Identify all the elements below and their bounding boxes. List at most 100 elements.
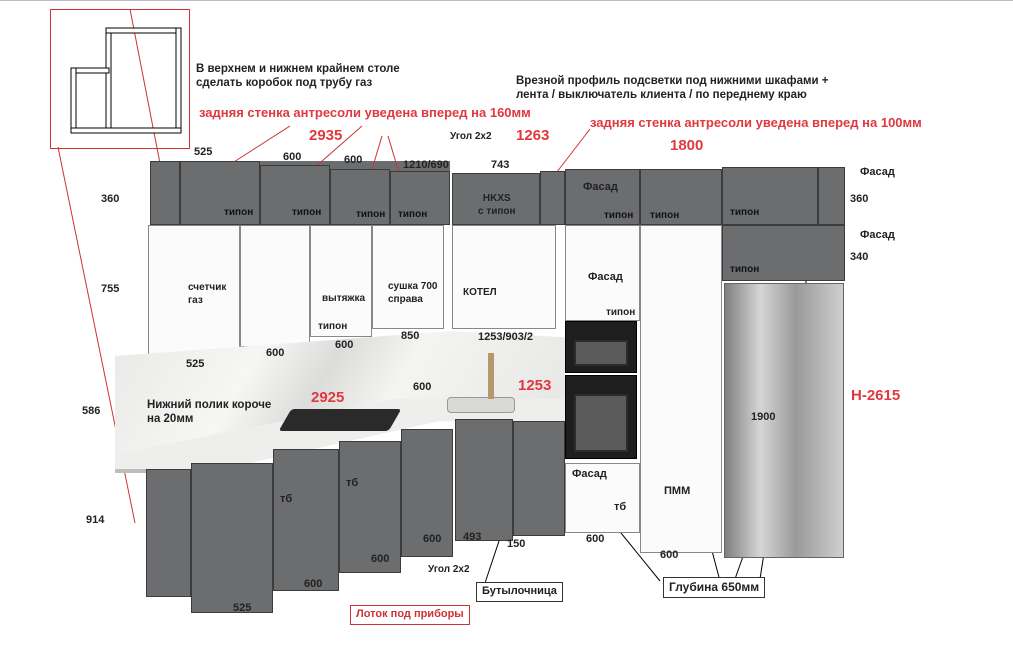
facade-label: Фасад (572, 468, 607, 480)
corner-label: Угол 2x2 (428, 564, 470, 575)
base-drawers (339, 441, 401, 573)
wall-cabinet (148, 225, 240, 357)
dim: 360 (850, 193, 869, 205)
upper-cabinet (150, 161, 180, 225)
dryer-label: сушка 700 справа (388, 281, 438, 305)
tall-cabinet-bottom (565, 463, 640, 533)
base-drawers (273, 449, 339, 591)
tb-label: тб (346, 477, 359, 489)
tb-label: тб (614, 501, 627, 513)
upper-cabinet (180, 161, 260, 225)
dishwasher-tall-cabinet (640, 225, 722, 553)
facade-label: Фасад (860, 229, 895, 241)
dim: 600 (660, 549, 679, 561)
corner-base-cabinet (455, 419, 513, 541)
upper-cabinet (390, 171, 450, 225)
dim: 600 (586, 533, 605, 545)
note-gas-pipe: В верхнем и нижнем крайнем столе сделать… (196, 63, 400, 90)
note-light-profile: Врезной профиль подсветки под нижними шк… (516, 75, 829, 102)
dim: 525 (233, 602, 252, 614)
dim: 525 (194, 146, 213, 158)
base-cabinet (191, 463, 273, 613)
faucet (488, 353, 494, 399)
hkxs-label: HKXS с типон (478, 193, 516, 217)
dim: 914 (86, 514, 105, 526)
base-cabinet (146, 469, 191, 597)
wall-cabinet (372, 225, 444, 329)
dim: 525 (186, 358, 205, 370)
dim: 600 (335, 339, 354, 351)
bottle-cabinet (513, 421, 565, 536)
dim: 1900 (751, 411, 776, 423)
gas-meter-label: счетчик газ (188, 282, 227, 306)
oven (565, 321, 637, 373)
cutlery-tray-callout: Лоток под приборы (350, 605, 470, 625)
note-plinth: Нижний полик короче на 20мм (147, 399, 272, 426)
tipon-label: типон (318, 321, 348, 332)
dim: 600 (266, 347, 285, 359)
tall-cabinet-top (565, 225, 640, 321)
boiler-cabinet (452, 225, 556, 329)
dim: 1253/903/2 (478, 331, 534, 343)
dim: 850 (401, 330, 420, 342)
tipon-label: типон (292, 207, 322, 218)
dim: 150 (507, 538, 526, 550)
tipon-label: типон (356, 209, 386, 220)
upper-corner-cabinet (452, 173, 540, 225)
tipon-label: типон (730, 264, 760, 275)
fridge (724, 283, 844, 558)
total-lower-corner: 1253 (518, 377, 552, 394)
wall-cabinet (240, 225, 310, 347)
tipon-label: типон (730, 207, 760, 218)
base-cabinet (401, 429, 453, 557)
dim: 600 (413, 381, 432, 393)
tipon-label: типон (224, 207, 254, 218)
total-upper-corner: 1263 (516, 127, 550, 144)
upper-cabinet (818, 167, 845, 225)
dim: 743 (491, 159, 510, 171)
upper-cabinet (722, 167, 818, 225)
tipon-label: типон (606, 307, 636, 318)
facade-label: Фасад (588, 271, 623, 283)
dim: 493 (463, 531, 482, 543)
dim: 600 (371, 553, 390, 565)
tb-label: тб (280, 493, 293, 505)
note-back-wall-160: задняя стенка антресоли уведена вперед н… (199, 105, 531, 120)
boiler-label: КОТЕЛ (463, 287, 497, 298)
dim: 600 (304, 578, 323, 590)
plan-icon (70, 27, 182, 134)
tipon-label: типон (604, 210, 634, 221)
dim: 600 (283, 151, 302, 163)
dim: 600 (423, 533, 442, 545)
wall-cabinet (310, 225, 372, 337)
upper-cabinet (565, 169, 640, 225)
fridge-top-cabinet (722, 225, 845, 281)
dim: 586 (82, 405, 101, 417)
oven (565, 375, 637, 459)
dim: 600 (344, 154, 363, 166)
plan-inset (50, 9, 190, 149)
total-upper-right: 1800 (670, 137, 704, 154)
bottle-holder-callout: Бутылочница (476, 582, 563, 602)
dim: 340 (850, 251, 869, 263)
upper-cabinet (540, 171, 565, 225)
facade-label: Фасад (583, 181, 618, 193)
dishwasher-label: ПММ (664, 485, 691, 497)
total-lower-left: 2925 (311, 389, 345, 406)
note-back-wall-100: задняя стенка антресоли уведена вперед н… (590, 115, 922, 130)
total-upper-left: 2935 (309, 127, 343, 144)
tipon-label: типон (398, 209, 428, 220)
upper-cabinet (330, 169, 390, 225)
depth-callout: Глубина 650мм (663, 577, 766, 598)
total-height: H-2615 (851, 387, 901, 404)
gas-hob (278, 409, 402, 431)
tipon-label: типон (650, 210, 680, 221)
upper-cabinet (260, 165, 330, 225)
sink (447, 397, 515, 413)
hood-label: вытяжка (322, 293, 366, 304)
corner-label: Угол 2x2 (450, 131, 492, 142)
dim: 360 (101, 193, 120, 205)
dim: 755 (101, 283, 120, 295)
dim: 1210/690 (403, 159, 449, 171)
